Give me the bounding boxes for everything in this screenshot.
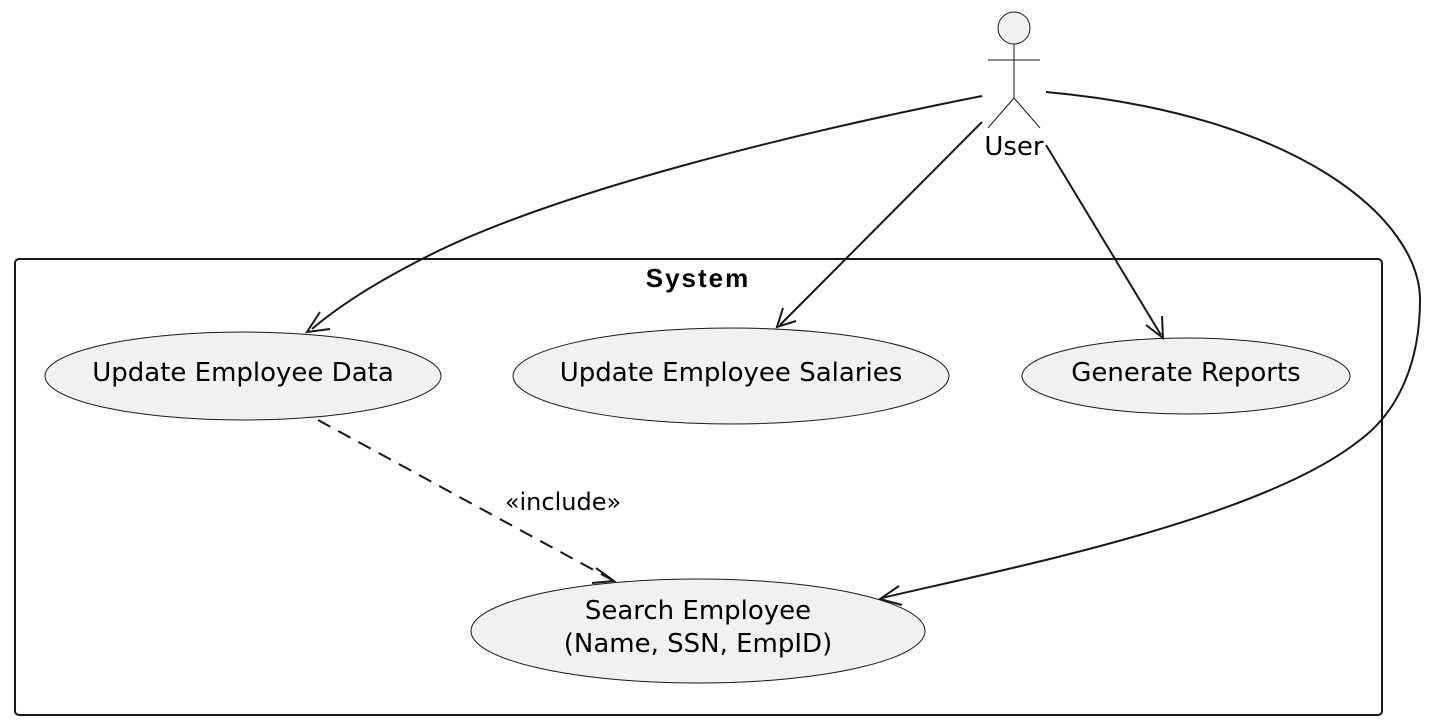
usecase-ellipse	[470, 578, 926, 684]
arrowhead	[877, 585, 903, 606]
arrowhead	[1145, 315, 1165, 341]
system-box	[14, 258, 1383, 716]
usecase-label-line2: (Name, SSN, EmpID)	[564, 629, 832, 659]
edge-line	[779, 121, 983, 326]
usecase-update-employee-data: Update Employee Data	[44, 331, 442, 421]
arrowhead	[591, 567, 617, 584]
association-user-update-employee-salaries	[775, 121, 983, 329]
actor-label: User	[984, 132, 1044, 162]
usecase-ellipse	[44, 331, 442, 421]
edge-line	[881, 91, 1422, 599]
edge-line	[311, 95, 983, 330]
arrowhead	[775, 307, 797, 329]
actor-right-leg	[1013, 97, 1041, 129]
association-user-update-employee-data	[304, 95, 983, 334]
actor-left-leg	[987, 97, 1015, 129]
edge-line	[1045, 144, 1162, 336]
association-user-generate-reports	[1045, 144, 1165, 341]
usecase-generate-reports: Generate Reports	[1021, 337, 1351, 415]
usecase-ellipse	[1021, 337, 1351, 415]
usecase-update-employee-salaries: Update Employee Salaries	[512, 327, 950, 425]
edge-line-dashed	[317, 419, 613, 581]
usecase-label-line1: Search Employee	[585, 596, 811, 626]
usecase-label: Update Employee Salaries	[560, 358, 903, 388]
system-title: System	[646, 263, 751, 293]
actor-user: User	[984, 11, 1044, 162]
usecase-label: Update Employee Data	[92, 358, 394, 388]
arrowhead	[304, 311, 331, 334]
usecase-ellipse	[512, 327, 950, 425]
association-user-search-employee	[877, 91, 1422, 606]
include-label: «include»	[505, 488, 621, 516]
system-boundary: System	[14, 258, 1383, 716]
usecase-label: Generate Reports	[1071, 358, 1300, 388]
usecase-search-employee: Search Employee (Name, SSN, EmpID)	[470, 578, 926, 684]
include-relation: «include»	[317, 419, 621, 584]
actor-head	[997, 11, 1031, 45]
